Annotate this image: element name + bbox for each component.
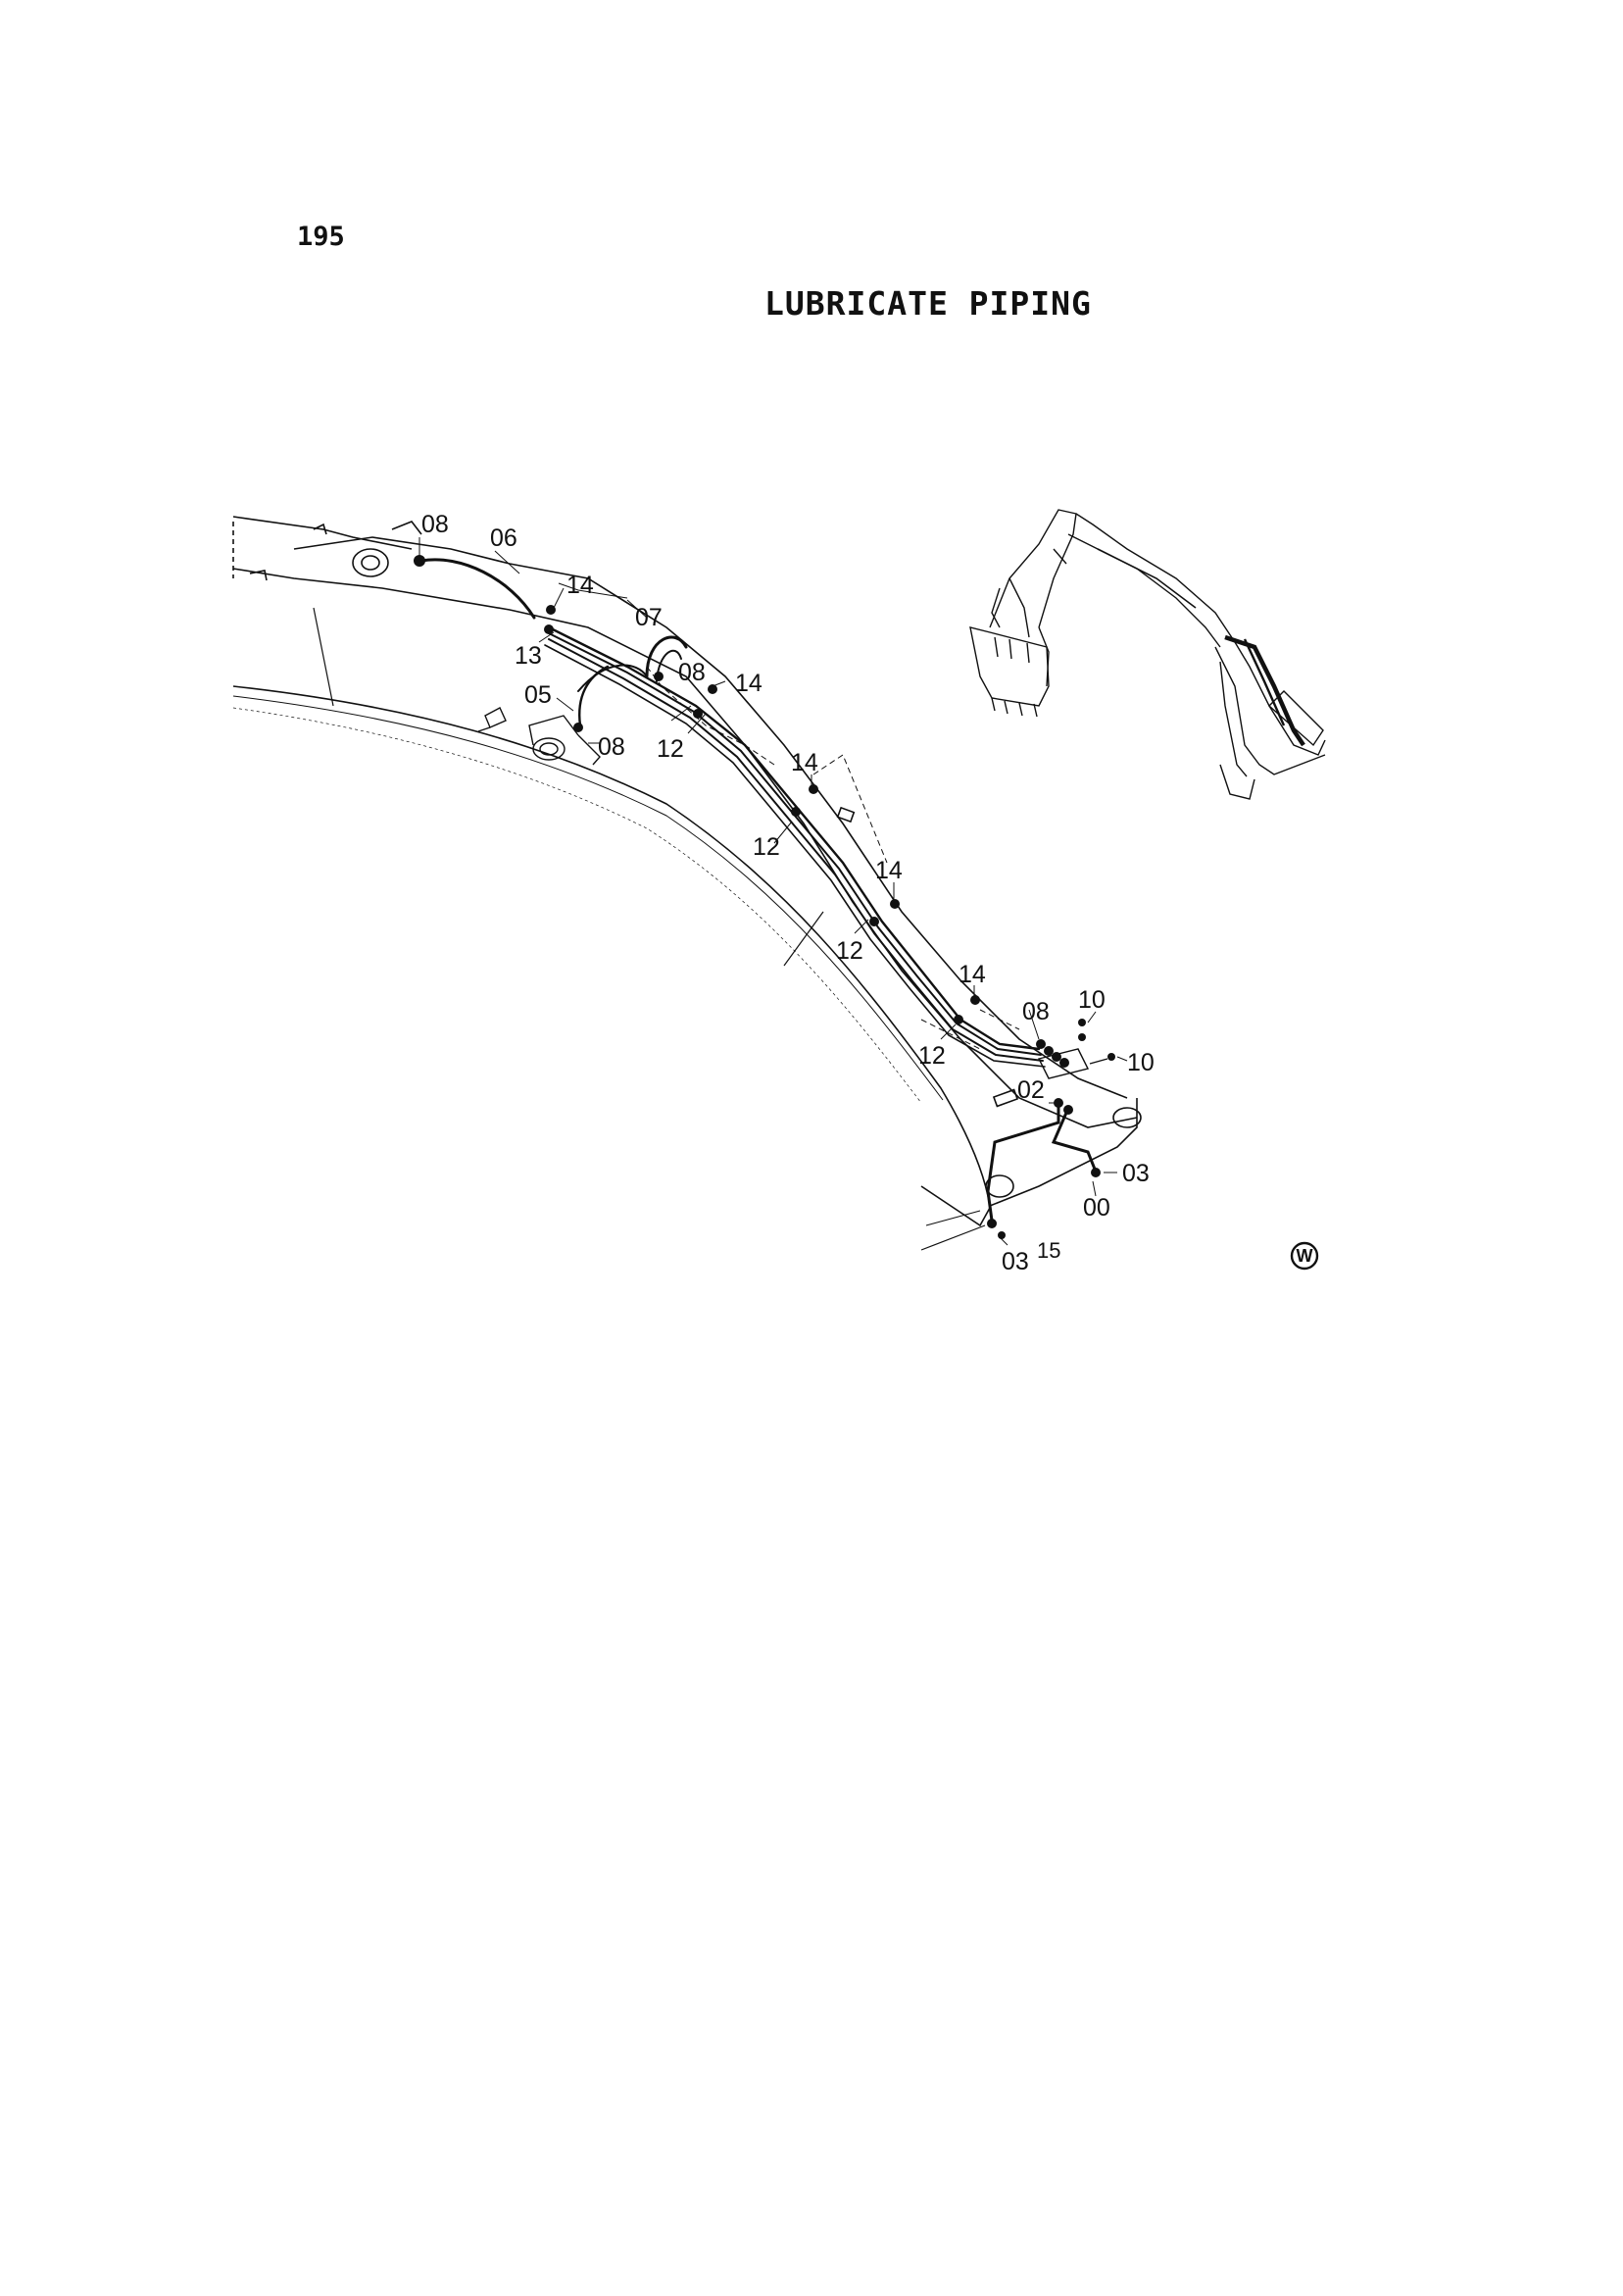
page-title: LUBRICATE PIPING	[764, 284, 1092, 323]
callout-03: 03	[1122, 1160, 1150, 1187]
callout-14: 14	[566, 572, 594, 599]
callout-12: 12	[836, 937, 863, 965]
callout-labels: 08 06 14 07 13 08 14 05 08 12 14 12 14 1…	[421, 511, 1155, 1275]
callout-10: 10	[1127, 1049, 1155, 1076]
callout-15: 15	[1037, 1238, 1060, 1263]
watermark-letter: W	[1297, 1246, 1313, 1266]
callout-12: 12	[918, 1042, 946, 1070]
callout-14: 14	[735, 670, 762, 697]
callout-07: 07	[635, 604, 663, 631]
callout-14: 14	[959, 961, 986, 988]
callout-14: 14	[791, 749, 818, 776]
callout-12: 12	[753, 833, 780, 861]
callout-08: 08	[598, 733, 625, 761]
grease-hoses	[419, 558, 1098, 1223]
page-number: 195	[297, 222, 345, 252]
fitting-details	[477, 707, 1108, 1079]
callout-03: 03	[1002, 1248, 1029, 1275]
callout-13: 13	[515, 642, 542, 670]
excavator-inset	[969, 509, 1326, 800]
callout-08: 08	[421, 511, 449, 538]
callout-08: 08	[678, 659, 706, 686]
callout-14: 14	[875, 857, 903, 884]
callout-02: 02	[1017, 1076, 1045, 1104]
callout-08: 08	[1022, 998, 1050, 1025]
callout-05: 05	[524, 681, 552, 709]
boom-outline	[232, 516, 1142, 1251]
fittings	[414, 555, 1115, 1239]
callout-06: 06	[490, 524, 517, 552]
leader-lines	[232, 516, 1128, 1246]
watermark-circle-w: W	[1290, 1241, 1319, 1271]
callout-00: 00	[1083, 1194, 1110, 1222]
callout-10: 10	[1078, 986, 1106, 1014]
callout-12: 12	[657, 735, 684, 763]
